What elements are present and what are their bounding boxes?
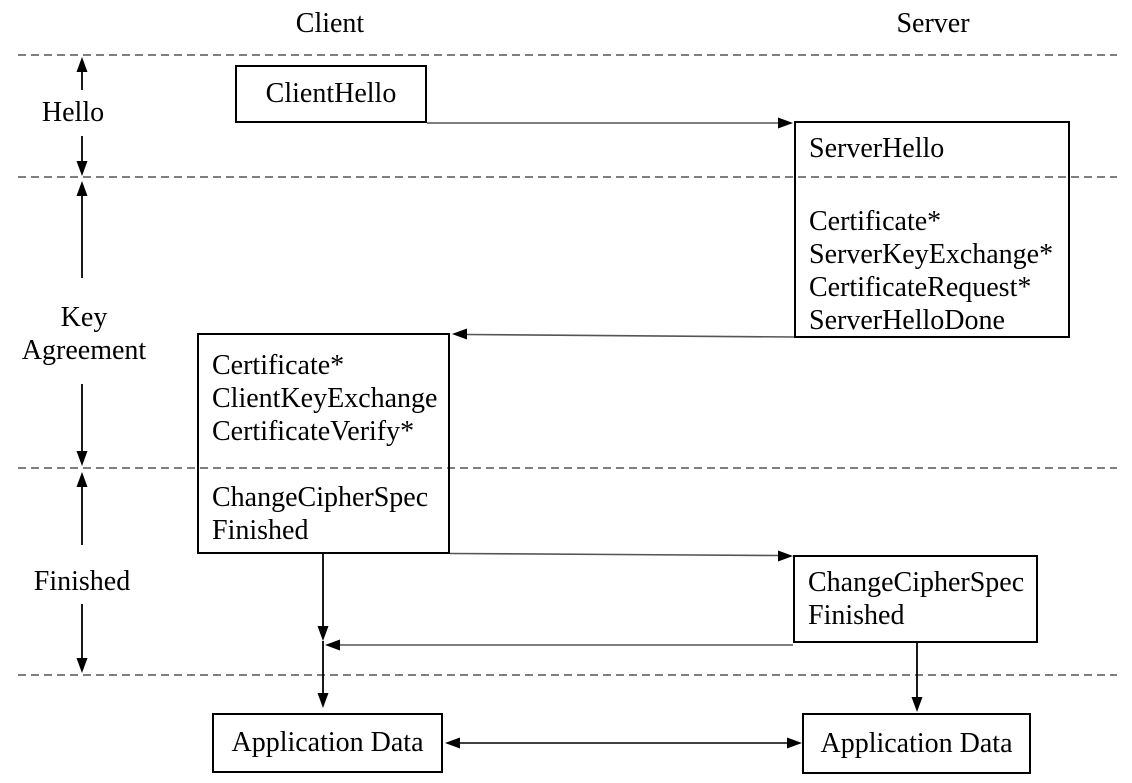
arrowhead-right-icon: [778, 550, 793, 562]
message-text: ClientHello: [265, 78, 397, 109]
application-data-server-box: Application Data: [802, 713, 1031, 774]
phase-span-arrow-finished: [76, 472, 88, 673]
arrow-clientfinished-to-server: [449, 550, 793, 562]
phase-label-text: Hello: [41, 97, 105, 128]
arrow-serverfinished-to-client: [325, 639, 793, 651]
phase-label-text: Finished: [33, 566, 131, 597]
column-label-client: Client: [295, 8, 365, 39]
application-data-client-box: Application Data: [212, 713, 443, 773]
message-text: Application Data: [820, 727, 1013, 759]
message-text: ClientKeyExchange: [212, 383, 438, 414]
phase-span-arrow-hello: [76, 57, 88, 176]
message-text: CertificateRequest*: [809, 272, 1032, 303]
arrowhead-down-icon: [317, 626, 329, 641]
phase-label-text: Agreement: [21, 335, 147, 366]
message-text: Finished: [808, 600, 905, 631]
arrow-application-data-bidirectional: [445, 737, 802, 749]
arrowhead-down-icon: [76, 161, 88, 176]
phase-separator-lines: [18, 54, 1117, 676]
message-text: ServerHelloDone: [809, 305, 1005, 336]
arrowhead-down-icon: [911, 697, 923, 712]
client-hello-box: ClientHello: [235, 65, 427, 123]
message-text: Certificate*: [212, 350, 345, 381]
arrowhead-down-icon: [317, 693, 329, 708]
message-text: Finished: [212, 515, 309, 546]
message-text: CertificateVerify*: [212, 416, 415, 447]
phase-label-text: Key: [60, 302, 108, 333]
arrowhead-right-icon: [787, 737, 802, 749]
message-text: Application Data: [231, 727, 424, 758]
server-flight-box: ServerHello Certificate* ServerKeyExchan…: [794, 121, 1070, 338]
message-text: ChangeCipherSpec: [212, 482, 429, 513]
column-label-server: Server: [896, 8, 970, 39]
client-flight-box: Certificate* ClientKeyExchange Certifica…: [197, 333, 450, 554]
phase-label-finished: Finished: [17, 565, 147, 598]
phase-label-hello: Hello: [23, 96, 123, 129]
group-gap: [809, 165, 1068, 205]
arrow-server-drop: [911, 643, 923, 712]
message-text: ServerHello: [809, 133, 945, 164]
arrowhead-left-icon: [325, 639, 340, 651]
message-text: Certificate*: [809, 206, 942, 237]
arrow-client-drop: [317, 554, 329, 708]
arrow-clienthello-to-server: [427, 117, 793, 129]
arrowhead-left-icon: [445, 737, 460, 749]
message-text: ChangeCipherSpec: [808, 567, 1025, 598]
phase-label-key-agreement: Key Agreement: [9, 301, 159, 367]
message-text: ServerKeyExchange*: [809, 239, 1054, 270]
arrow-serverflight-to-client: [452, 328, 795, 340]
arrowhead-right-icon: [778, 117, 793, 129]
arrowhead-up-icon: [76, 57, 88, 72]
phase-span-arrow-key-agreement: [76, 181, 88, 466]
server-ccs-box: ChangeCipherSpec Finished: [793, 555, 1038, 643]
arrowhead-up-icon: [76, 472, 88, 487]
arrowhead-up-icon: [76, 181, 88, 196]
arrowhead-left-icon: [452, 328, 467, 340]
arrowhead-down-icon: [76, 658, 88, 673]
arrowhead-down-icon: [76, 451, 88, 466]
group-gap: [212, 448, 448, 481]
